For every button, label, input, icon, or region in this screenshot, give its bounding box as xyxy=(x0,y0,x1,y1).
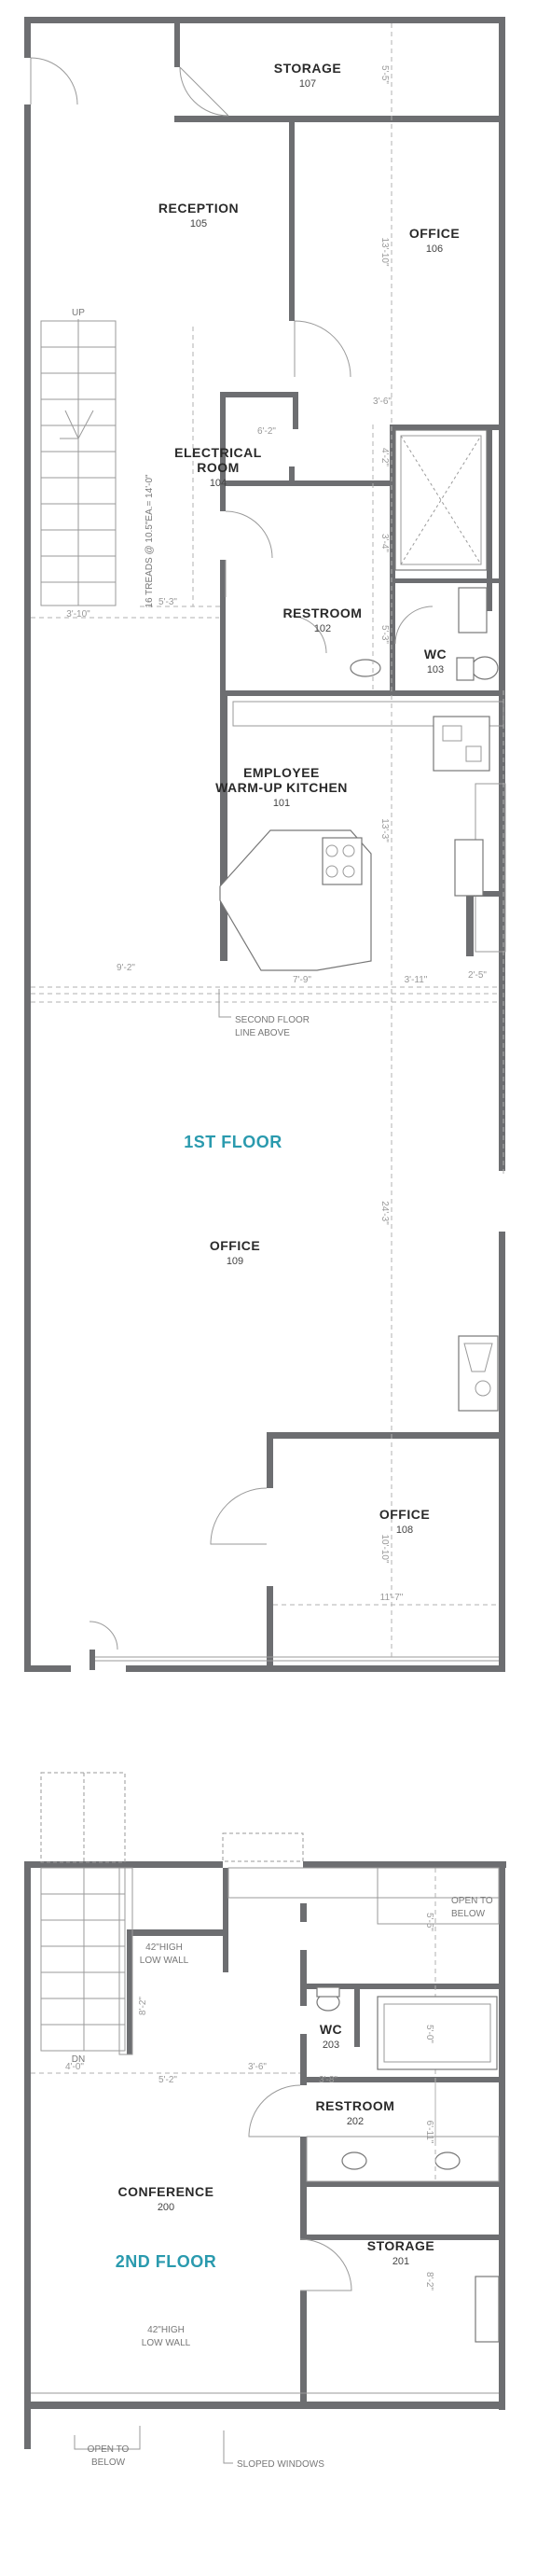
dim-label: 7'-9" xyxy=(293,975,311,985)
floor-label-second: 2ND FLOOR xyxy=(116,2252,217,2271)
dim-label: 3'-6" xyxy=(248,2062,267,2072)
dim-label: 13'-3" xyxy=(379,818,390,842)
room-name-restroom-102: RESTROOM xyxy=(283,606,363,620)
stair-up-label: UP xyxy=(72,308,85,318)
dim-label: 8'-2" xyxy=(138,1997,148,2015)
room-number-203: 203 xyxy=(323,2040,339,2051)
room-name-storage-107: STORAGE xyxy=(274,61,341,76)
second-floor-details xyxy=(31,1772,500,2464)
dim-label: 13'-10" xyxy=(379,237,390,266)
open-below-top-1: OPEN TO xyxy=(451,1896,493,1906)
room-name-storage-201: STORAGE xyxy=(367,2238,434,2253)
second-floor-line-note-1: SECOND FLOOR xyxy=(235,1015,310,1025)
open-below-top-2: BELOW xyxy=(451,1909,486,1919)
room-number-102: 102 xyxy=(314,623,331,634)
dim-label: 9'-2" xyxy=(117,963,135,973)
dim-label: 3'-11" xyxy=(405,975,428,985)
room-number-202: 202 xyxy=(347,2116,364,2127)
room-number-101: 101 xyxy=(273,798,290,809)
room-name-kitchen-101-line1: EMPLOYEE xyxy=(243,765,320,780)
room-name-wc-103: WC xyxy=(424,647,447,661)
room-number-201: 201 xyxy=(392,2256,409,2267)
room-name-wc-203: WC xyxy=(320,2022,342,2037)
dim-label: 5'-2" xyxy=(158,2075,177,2085)
room-number-103: 103 xyxy=(427,664,444,675)
low-wall-note-b-2: LOW WALL xyxy=(142,2338,191,2348)
room-number-107: 107 xyxy=(299,78,316,90)
dim-label: 3'-8" xyxy=(319,2075,337,2085)
room-name-office-106: OFFICE xyxy=(409,226,460,241)
dim-label: 6'-2" xyxy=(257,426,276,437)
room-name-electrical-104-line2: ROOM xyxy=(197,460,240,475)
dim-label: 8'-2" xyxy=(424,2272,434,2291)
first-floor-dimension-lines xyxy=(31,23,504,1661)
dim-label: 6'-11" xyxy=(424,2121,434,2144)
dim-label: 10'-10" xyxy=(379,1534,390,1563)
first-floor-walls xyxy=(24,17,505,1672)
room-name-conference-200: CONFERENCE xyxy=(117,2184,213,2199)
room-name-reception-105: RECEPTION xyxy=(158,201,239,216)
room-number-104: 104 xyxy=(210,478,227,489)
room-number-200: 200 xyxy=(158,2202,174,2213)
floor-label-first: 1ST FLOOR xyxy=(184,1133,282,1151)
room-number-109: 109 xyxy=(227,1256,243,1267)
sloped-windows-note: SLOPED WINDOWS xyxy=(237,2459,324,2470)
second-floor-walls xyxy=(24,1861,506,2449)
dim-label: 3'-4" xyxy=(379,534,390,552)
open-below-bottom-2: BELOW xyxy=(91,2458,126,2468)
room-number-106: 106 xyxy=(426,244,443,255)
room-number-105: 105 xyxy=(190,218,207,230)
room-name-office-109: OFFICE xyxy=(210,1238,260,1253)
low-wall-note-a-1: 42"HIGH xyxy=(145,1942,183,1953)
dim-label: 5'-3" xyxy=(379,625,390,644)
dim-label: 2'-5" xyxy=(468,970,487,981)
dim-label: 5'-0" xyxy=(424,2025,434,2043)
room-name-kitchen-101-line2: WARM-UP KITCHEN xyxy=(215,780,348,795)
dim-label: 3'-10" xyxy=(66,609,90,620)
room-name-restroom-202: RESTROOM xyxy=(316,2098,395,2113)
room-name-electrical-104-line1: ELECTRICAL xyxy=(174,445,262,460)
room-name-office-108: OFFICE xyxy=(379,1507,430,1522)
dim-label: 5'-5" xyxy=(379,65,390,84)
dim-label: 4'-2" xyxy=(379,448,390,466)
open-below-bottom-1: OPEN TO xyxy=(88,2444,130,2455)
room-number-108: 108 xyxy=(396,1525,413,1536)
dim-label: 5'-5" xyxy=(424,1913,434,1931)
first-floor-details xyxy=(30,57,506,1662)
second-floor-line-note-2: LINE ABOVE xyxy=(235,1028,290,1038)
dim-label: 3'-6" xyxy=(373,397,392,407)
stair-treads-note: 16 TREADS @ 10.5"EA.= 14'-0" xyxy=(145,474,155,608)
low-wall-note-b-1: 42"HIGH xyxy=(147,2325,185,2335)
stair-down-label: DN xyxy=(72,2054,85,2065)
dim-label: 11'-7" xyxy=(380,1593,404,1603)
dim-label: 5'-3" xyxy=(158,597,177,607)
dim-label: 24'-3" xyxy=(379,1201,390,1225)
dim-label: 4'-0" xyxy=(65,2062,84,2072)
low-wall-note-a-2: LOW WALL xyxy=(140,1956,189,1966)
